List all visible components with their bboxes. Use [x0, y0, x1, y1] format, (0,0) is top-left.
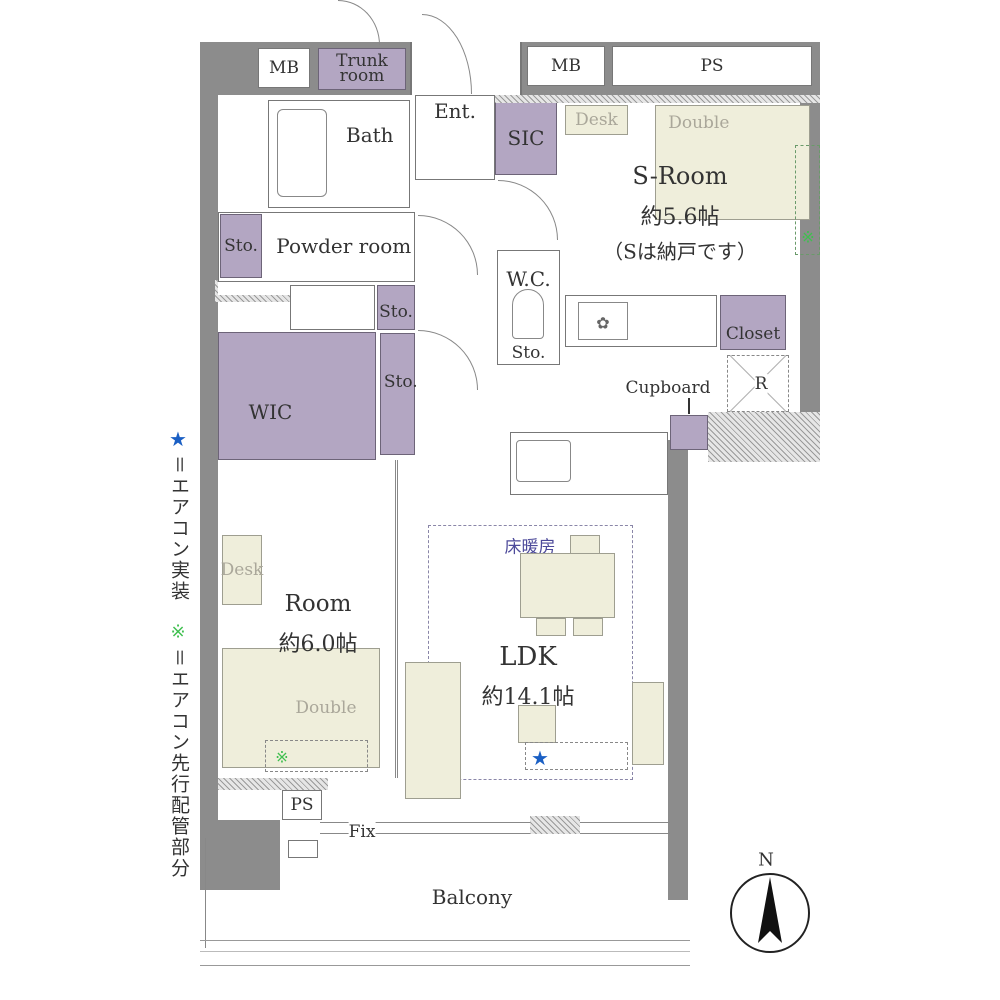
ps-bottom-label: PS	[290, 795, 314, 815]
closet-label: Closet	[725, 324, 781, 345]
floor-heating-label: 床暖房	[504, 537, 556, 558]
refrigerator-label: R	[754, 373, 768, 394]
entrance-label: Ent.	[434, 98, 476, 123]
aircon-star-marker: ★	[531, 746, 549, 770]
kitchen-counter: ✿	[565, 295, 717, 347]
outdoor-unit	[288, 840, 318, 858]
wc-storage-label: Sto.	[511, 342, 546, 363]
wall-right-step	[708, 412, 820, 462]
sic: SIC	[495, 100, 557, 175]
double-label: Double	[668, 112, 730, 133]
entrance-door-2[interactable]	[338, 0, 380, 45]
s-room-size: 約5.6帖	[640, 205, 720, 230]
north-arrow-icon	[730, 873, 810, 953]
ldk-label: LDK	[499, 642, 557, 672]
desk-room: Desk	[220, 535, 264, 605]
stove-icon: ✿	[578, 302, 628, 340]
double-bed-room: Double	[222, 648, 380, 768]
room-label: Room	[284, 591, 352, 617]
cupboard-label: Cupboard	[625, 378, 711, 398]
powder-room-label: Powder room	[276, 233, 412, 258]
hall-door-3[interactable]	[418, 330, 478, 390]
trunk-room: Trunk room	[318, 48, 406, 90]
window-sash	[320, 822, 670, 834]
kitchen-island	[510, 432, 668, 495]
storage-label-1: Sto.	[379, 301, 413, 322]
refrigerator-space: R	[727, 355, 789, 412]
chair	[570, 535, 600, 555]
s-room-label: S-Room	[632, 162, 728, 190]
balcony	[205, 838, 688, 948]
wic: WIC	[218, 332, 376, 460]
mb-label-2: MB	[551, 56, 581, 76]
bath: Bath	[268, 100, 410, 208]
cupboard	[670, 415, 708, 450]
fix-window-label: Fix	[348, 822, 376, 842]
tv-stand	[632, 682, 664, 765]
entrance: Ent.	[415, 95, 495, 180]
aircon-pipe-box-sroom	[795, 145, 820, 255]
bath-label: Bath	[346, 122, 394, 147]
desk-sroom: Desk	[565, 105, 628, 135]
wash-basin	[290, 285, 375, 330]
chair	[573, 618, 603, 636]
wc-label: W.C.	[506, 267, 551, 292]
sic-label: SIC	[507, 125, 545, 150]
wall-left-lower	[200, 820, 280, 890]
sofa	[405, 662, 461, 799]
wall-room-bottom	[218, 775, 328, 790]
legend-pipe-icon: ※	[170, 621, 186, 643]
s-room-note: （Sは納戸です）	[603, 239, 757, 264]
legend-pipe-text: ＝エアコン先行配管部分	[168, 648, 190, 880]
balcony-label: Balcony	[431, 885, 513, 909]
balcony-railing	[200, 940, 690, 966]
mb-label: MB	[269, 58, 299, 78]
chair	[536, 618, 566, 636]
bathtub-icon	[277, 109, 327, 197]
closet: Closet	[720, 295, 786, 350]
aircon-sleeve	[530, 816, 580, 834]
coffee-table	[518, 705, 556, 743]
aircon-pipe-box-room	[265, 740, 368, 772]
sink-icon	[516, 440, 571, 482]
mb-box-right: MB	[527, 46, 605, 86]
aircon-box-ldk	[525, 742, 628, 770]
aircon-pipe-marker-room: ※	[275, 747, 289, 767]
storage-label: Sto.	[224, 236, 258, 256]
ps-box-bottom: PS	[282, 790, 322, 820]
wall-right-ldk	[668, 440, 688, 900]
double-bed-sroom: Double	[655, 105, 810, 220]
entrance-door[interactable]	[422, 14, 472, 94]
double-label-room: Double	[295, 698, 357, 718]
dining-table	[520, 553, 615, 618]
wic-label: WIC	[248, 400, 293, 425]
floor-heating-area	[428, 525, 633, 780]
storage-2: Sto.	[380, 333, 418, 455]
north-label: N	[758, 849, 774, 871]
cupboard-arrow-icon	[688, 398, 690, 414]
trunk-room-label: Trunk room	[336, 51, 388, 86]
legend-star-text: ＝エアコン実装	[168, 455, 190, 603]
desk-label-room: Desk	[220, 560, 264, 580]
storage-powder: Sto.	[220, 214, 262, 278]
room-size: 約6.0帖	[278, 632, 358, 657]
ps-label: PS	[700, 56, 724, 76]
legend-star-icon: ★	[169, 427, 187, 451]
mb-box-left: MB	[258, 48, 310, 88]
ps-box-top: PS	[612, 46, 812, 86]
desk-label: Desk	[575, 110, 618, 130]
storage-label-2: Sto.	[383, 372, 418, 392]
storage-1: Sto.	[377, 285, 415, 330]
wall-sroom-top	[495, 95, 820, 103]
toilet-icon	[512, 289, 544, 339]
wall-left	[200, 42, 218, 890]
wc: W.C. Sto.	[497, 250, 560, 365]
aircon-pipe-marker: ※	[801, 227, 815, 247]
